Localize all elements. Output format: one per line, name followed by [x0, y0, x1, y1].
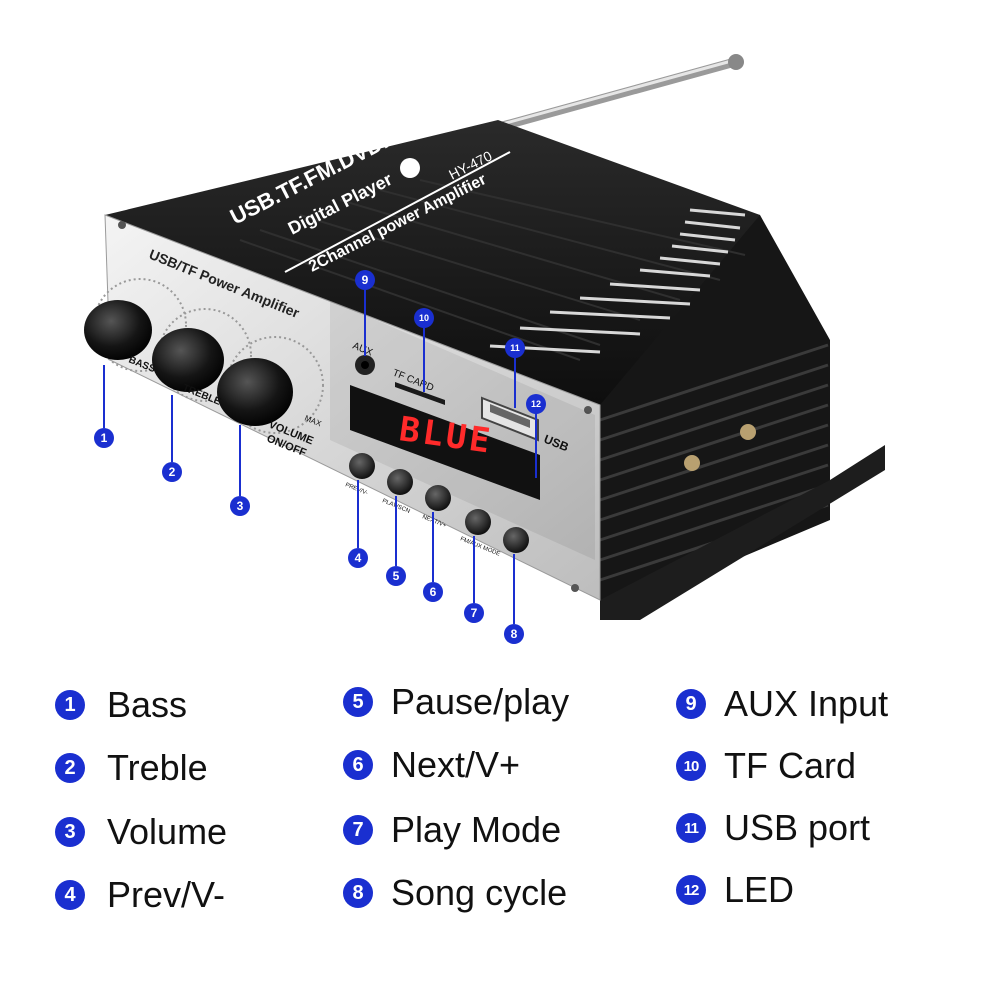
- mode-button[interactable]: [465, 509, 491, 535]
- callout-3: 3: [230, 496, 250, 516]
- legend-badge: 3: [55, 817, 85, 847]
- legend: 1 Bass 2 Treble 3 Volume 4 Prev/V- 5 Pau…: [0, 665, 1000, 995]
- legend-item-tf-card: 10 TF Card: [676, 741, 856, 791]
- legend-item-pause-play: 5 Pause/play: [343, 677, 569, 727]
- legend-label: Treble: [107, 747, 208, 788]
- legend-badge: 2: [55, 753, 85, 783]
- legend-item-volume: 3 Volume: [55, 807, 227, 857]
- legend-label: Bass: [107, 684, 188, 725]
- amplifier-illustration: USB.TF.FM.DVD.MP3 Digital Player HY-470 …: [84, 54, 885, 644]
- svg-text:10: 10: [419, 313, 429, 323]
- tf-card-slot[interactable]: [395, 382, 445, 405]
- legend-label: Next/V+: [391, 744, 521, 785]
- legend-label: Song cycle: [391, 872, 568, 913]
- aux-jack[interactable]: [355, 355, 375, 375]
- song-cycle-button[interactable]: [503, 527, 529, 553]
- legend-item-usb-port: 11 USB port: [676, 803, 870, 853]
- usb-port[interactable]: [481, 396, 539, 442]
- svg-text:1: 1: [101, 431, 108, 445]
- legend-item-song-cycle: 8 Song cycle: [343, 868, 567, 918]
- play-pause-button[interactable]: [387, 469, 413, 495]
- bass-knob[interactable]: [84, 278, 187, 372]
- callout-6: 6: [423, 582, 443, 602]
- next-button[interactable]: [425, 485, 451, 511]
- legend-item-treble: 2 Treble: [55, 743, 208, 793]
- callout-lines: [103, 290, 537, 624]
- legend-label: Pause/play: [391, 681, 570, 722]
- svg-text:12: 12: [531, 399, 541, 409]
- legend-item-prev: 4 Prev/V-: [55, 870, 225, 920]
- svg-text:8: 8: [511, 627, 518, 641]
- callout-badges: 1 2 3 4 5 6 7 8 9 10 11 12: [94, 270, 546, 644]
- callout-10: 10: [414, 308, 434, 328]
- legend-item-next: 6 Next/V+: [343, 740, 520, 790]
- callout-4: 4: [348, 548, 368, 568]
- callout-7: 7: [464, 603, 484, 623]
- legend-badge: 11: [676, 813, 706, 843]
- svg-text:2: 2: [169, 465, 176, 479]
- legend-label: TF Card: [724, 745, 857, 786]
- legend-label: LED: [724, 869, 795, 910]
- led-display: BLUE: [350, 385, 540, 500]
- callout-2: 2: [162, 462, 182, 482]
- legend-badge: 6: [343, 750, 373, 780]
- callout-8: 8: [504, 624, 524, 644]
- prev-button[interactable]: [349, 453, 375, 479]
- legend-badge: 5: [343, 687, 373, 717]
- legend-label: AUX Input: [724, 683, 889, 724]
- svg-text:7: 7: [471, 606, 478, 620]
- legend-item-led: 12 LED: [676, 865, 794, 915]
- antenna: [483, 54, 744, 135]
- legend-badge: 8: [343, 878, 373, 908]
- legend-label: Prev/V-: [107, 874, 226, 915]
- callout-9: 9: [355, 270, 375, 290]
- callout-1: 1: [94, 428, 114, 448]
- legend-badge: 12: [676, 875, 706, 905]
- legend-badge: 10: [676, 751, 706, 781]
- legend-item-bass: 1 Bass: [55, 680, 187, 730]
- top-panel: USB.TF.FM.DVD.MP3 Digital Player HY-470 …: [105, 108, 760, 405]
- svg-text:11: 11: [510, 343, 520, 353]
- legend-badge: 1: [55, 690, 85, 720]
- legend-item-play-mode: 7 Play Mode: [343, 805, 561, 855]
- svg-text:4: 4: [355, 551, 362, 565]
- legend-badge: 7: [343, 815, 373, 845]
- callout-5: 5: [386, 566, 406, 586]
- legend-label: USB port: [724, 807, 871, 848]
- legend-label: Play Mode: [391, 809, 562, 850]
- volume-knob[interactable]: [217, 336, 324, 434]
- legend-badge: 4: [55, 880, 85, 910]
- legend-item-aux-input: 9 AUX Input: [676, 679, 888, 729]
- legend-badge: 9: [676, 689, 706, 719]
- svg-text:5: 5: [393, 569, 400, 583]
- svg-text:9: 9: [362, 273, 369, 287]
- callout-12: 12: [526, 394, 546, 414]
- legend-label: Volume: [107, 811, 228, 852]
- svg-text:6: 6: [430, 585, 437, 599]
- treble-knob[interactable]: [152, 308, 252, 402]
- bluetooth-icon: [400, 158, 420, 178]
- callout-11: 11: [505, 338, 525, 358]
- svg-text:3: 3: [237, 499, 244, 513]
